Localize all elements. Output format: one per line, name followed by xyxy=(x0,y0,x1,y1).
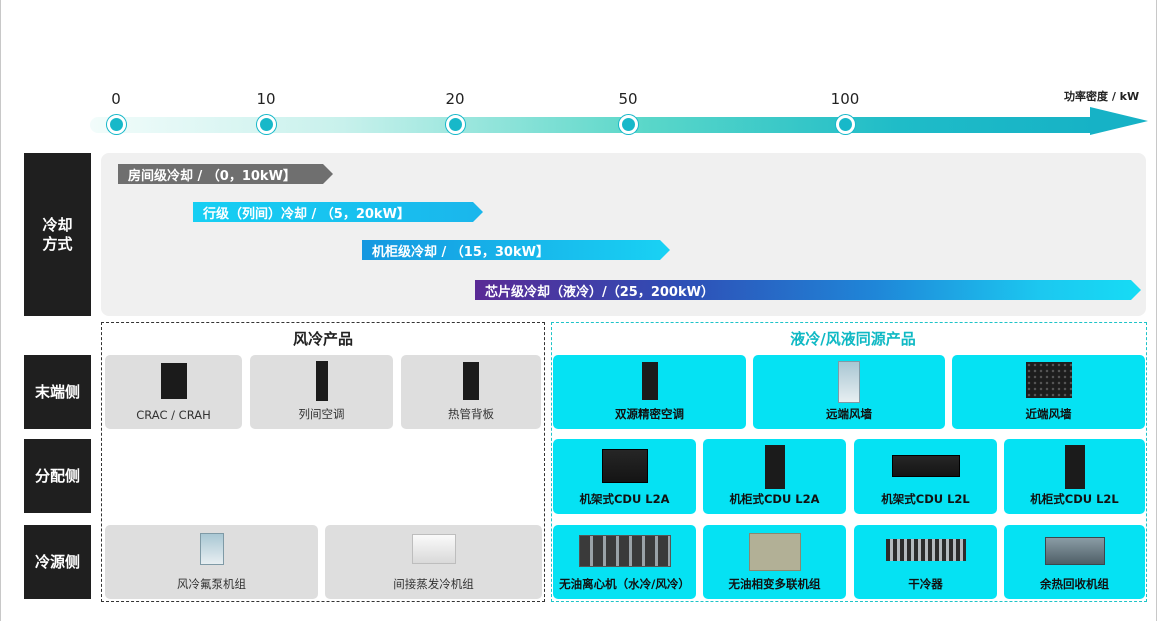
product-card-remote-fan-wall[interactable]: 远端风墙 xyxy=(753,355,945,429)
near-fan-wall-image xyxy=(1025,362,1072,398)
cooling-bar-chip-level: 芯片级冷却（液冷）/（25，200kW） xyxy=(475,280,1141,300)
row-header-terminal-side: 末端侧 xyxy=(24,355,91,429)
product-card-indirect-evaporative[interactable]: 间接蒸发冷机组 xyxy=(325,525,542,599)
product-label: 风冷氟泵机组 xyxy=(177,577,246,591)
cooling-bar-rack-label: 机柜级冷却 / （15，30kW】 xyxy=(372,244,549,260)
row-header-source-side: 冷源侧 xyxy=(24,525,91,599)
product-card-rack-cdu-l2l[interactable]: 机架式CDU L2L xyxy=(854,439,997,514)
liquid-cooled-products-group xyxy=(551,322,1147,602)
tick-dot-100 xyxy=(836,115,855,134)
scale-bar xyxy=(90,117,1100,133)
rack-cdu-l2l-image xyxy=(891,455,960,477)
remote-fan-wall-image xyxy=(838,361,860,403)
product-label: CRAC / CRAH xyxy=(136,408,211,422)
precision-ac-image xyxy=(641,362,658,400)
tick-label-20: 20 xyxy=(445,90,465,108)
product-card-oil-free-phase-change-multi[interactable]: 无油相变多联机组 xyxy=(703,525,846,599)
scale-arrowhead xyxy=(1090,107,1148,135)
tick-dot-20 xyxy=(446,115,465,134)
cooling-bar-rack-level: 机柜级冷却 / （15，30kW】 xyxy=(362,240,670,260)
product-label: 机柜式CDU L2A xyxy=(729,492,820,506)
product-card-dry-cooler[interactable]: 干冷器 xyxy=(854,525,997,599)
product-card-near-fan-wall[interactable]: 近端风墙 xyxy=(952,355,1145,429)
row-header-cooling-method: 冷却方式 xyxy=(24,153,91,316)
product-label: 干冷器 xyxy=(908,577,943,591)
row-header-distribution-side: 分配侧 xyxy=(24,439,91,513)
scale-unit-label: 功率密度 / kW xyxy=(1064,90,1140,103)
product-card-rack-cdu-l2a[interactable]: 机架式CDU L2A xyxy=(553,439,696,514)
product-label: 热管背板 xyxy=(448,407,494,421)
product-card-air-fluorine-pump[interactable]: 风冷氟泵机组 xyxy=(105,525,318,599)
product-card-heat-pipe-backplate[interactable]: 热管背板 xyxy=(401,355,541,429)
cooling-bar-chip-label: 芯片级冷却（液冷）/（25，200kW） xyxy=(485,284,714,300)
product-label: 余热回收机组 xyxy=(1040,577,1109,591)
phase-change-unit-image xyxy=(748,533,801,571)
frame-right-border xyxy=(1156,0,1157,621)
product-label: 列间空调 xyxy=(298,407,345,421)
tick-label-0: 0 xyxy=(111,90,121,108)
inrow-ac-image xyxy=(315,361,328,401)
heat-pipe-backplate-image xyxy=(463,362,479,400)
product-card-oil-free-centrifugal[interactable]: 无油离心机（水冷/风冷） xyxy=(553,525,696,599)
product-label: 双源精密空调 xyxy=(615,407,684,421)
frame-left-border xyxy=(0,0,1,621)
rack-cdu-l2a-image xyxy=(601,449,648,483)
centrifugal-chiller-image xyxy=(578,535,671,567)
product-card-waste-heat-recovery[interactable]: 余热回收机组 xyxy=(1004,525,1145,599)
product-card-crac-crah[interactable]: CRAC / CRAH xyxy=(105,355,242,429)
cooling-bar-room-label: 房间级冷却 / （0，10kW】 xyxy=(128,168,296,184)
row-header-cooling-method-label: 冷却方式 xyxy=(42,215,73,253)
tick-dot-10 xyxy=(257,115,276,134)
product-card-cabinet-cdu-l2a[interactable]: 机柜式CDU L2A xyxy=(703,439,846,514)
heat-recovery-unit-image xyxy=(1044,537,1105,565)
fluorine-pump-unit-image xyxy=(199,533,224,565)
cabinet-cdu-l2a-image xyxy=(764,445,785,489)
tick-dot-0 xyxy=(107,115,126,134)
tick-label-100: 100 xyxy=(830,90,860,108)
product-card-inrow-ac[interactable]: 列间空调 xyxy=(250,355,393,429)
air-cooled-products-group xyxy=(101,322,545,602)
product-label: 机柜式CDU L2L xyxy=(1030,492,1119,506)
product-label: 远端风墙 xyxy=(826,407,872,421)
row-header-distribution-label: 分配侧 xyxy=(34,466,80,485)
evaporative-unit-image xyxy=(411,534,456,564)
cooling-bar-room-level: 房间级冷却 / （0，10kW】 xyxy=(118,164,333,184)
cabinet-cdu-l2l-image xyxy=(1064,445,1085,489)
row-header-terminal-label: 末端侧 xyxy=(34,382,80,401)
crac-unit-image xyxy=(160,363,187,399)
cooling-bar-row-level: 行级（列间）冷却 / （5，20kW】 xyxy=(193,202,483,222)
product-label: 机架式CDU L2L xyxy=(881,492,970,506)
cooling-bar-row-label: 行级（列间）冷却 / （5，20kW】 xyxy=(203,206,410,222)
product-card-cabinet-cdu-l2l[interactable]: 机柜式CDU L2L xyxy=(1004,439,1145,514)
liquid-cooled-group-title: 液冷/风液同源产品 xyxy=(790,330,916,348)
product-label: 无油相变多联机组 xyxy=(728,577,821,591)
product-label: 机架式CDU L2A xyxy=(579,492,670,506)
air-cooled-group-title: 风冷产品 xyxy=(292,330,354,348)
row-header-source-label: 冷源侧 xyxy=(34,552,80,571)
product-card-dual-source-precision-ac[interactable]: 双源精密空调 xyxy=(553,355,746,429)
product-label: 无油离心机（水冷/风冷） xyxy=(559,577,690,591)
product-label: 近端风墙 xyxy=(1025,407,1072,421)
product-label: 间接蒸发冷机组 xyxy=(393,577,474,591)
tick-label-10: 10 xyxy=(256,90,276,108)
tick-label-50: 50 xyxy=(618,90,638,108)
dry-cooler-image xyxy=(885,539,966,561)
tick-dot-50 xyxy=(619,115,638,134)
